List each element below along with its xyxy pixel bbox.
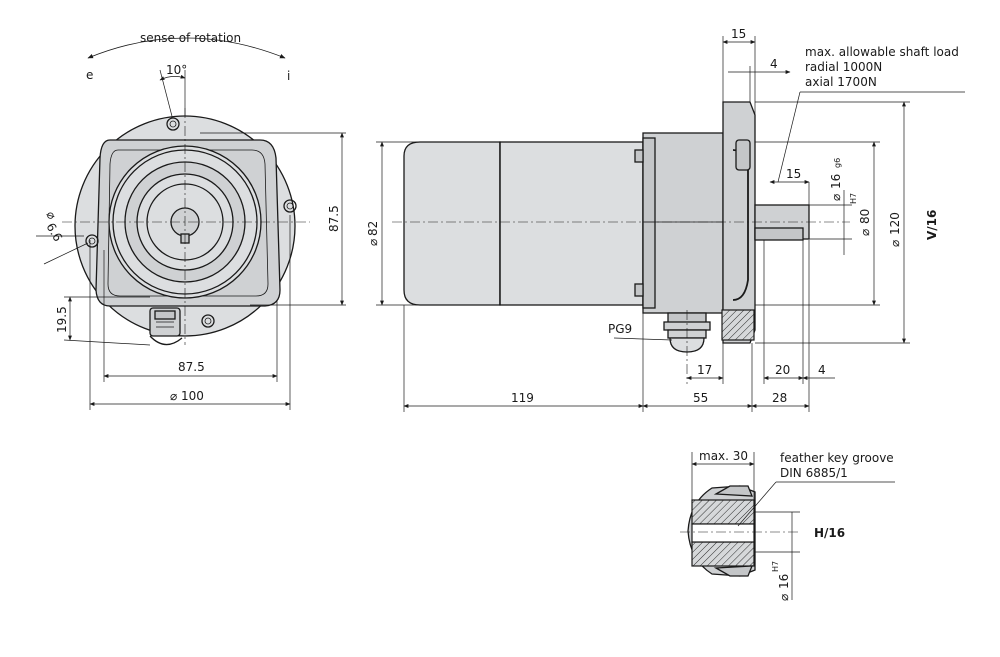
shaft-load-title: max. allowable shaft load	[805, 45, 959, 59]
dim-82: 82	[366, 221, 380, 236]
detail-variant-label: H/16	[814, 526, 845, 540]
shaft-load-axial: axial 1700N	[805, 75, 877, 89]
dim-87-5-horizontal: 87.5	[178, 360, 205, 374]
flange-bolt-bottom	[721, 309, 755, 341]
shaft-load-radial: radial 1000N	[805, 60, 882, 74]
detail-bolt-top	[713, 485, 753, 497]
dim-16-shaft: 16	[829, 174, 843, 189]
dim-120-symbol: ⌀	[888, 240, 902, 247]
rotation-dir-e: e	[86, 68, 93, 82]
end-cap	[403, 141, 501, 306]
shaft-tolerance: g6	[833, 158, 842, 168]
rotation-dir-i: i	[287, 69, 290, 83]
dim-16-shaft-symbol: ⌀	[829, 194, 843, 201]
dim-15-shaft: 15	[786, 167, 801, 181]
screw-bottom	[634, 283, 644, 297]
detail-bore-top	[691, 499, 755, 525]
rotation-arrow	[87, 37, 286, 59]
flange-side	[722, 101, 756, 344]
shaft-collar	[754, 227, 804, 241]
dim-55: 55	[693, 391, 708, 405]
dim-6-6-leader	[43, 242, 89, 265]
detail-view: max. 30 feather key groove DIN 6885/1 H/…	[680, 449, 895, 601]
angle-label: 10°	[166, 63, 187, 77]
detail-bore-bottom	[691, 541, 755, 567]
cable-gland-side	[663, 310, 711, 384]
mounting-hole-right	[283, 199, 297, 213]
dim-80-symbol: ⌀	[858, 229, 872, 236]
detail-dia-16-symbol: ⌀	[777, 594, 791, 601]
housing-square-inner	[107, 149, 269, 297]
dim-19-5-ext-b	[63, 339, 151, 346]
angle-line-a	[159, 69, 175, 125]
front-view: sense of rotation e i 10°	[36, 31, 346, 410]
rotation-label: sense of rotation	[140, 31, 241, 45]
dim-28: 28	[772, 391, 787, 405]
mounting-hole-bottom	[201, 314, 215, 328]
shaft-load-leader-2	[777, 91, 801, 183]
mounting-hole-top	[166, 117, 180, 131]
variant-label-v16: V/16	[925, 210, 939, 240]
detail-bolt-bottom	[713, 565, 753, 577]
dim-15-top: 15	[731, 27, 746, 41]
angle-arc	[159, 74, 186, 81]
detail-max-depth: max. 30	[699, 449, 748, 463]
dim-6-6-symbol: ⌀	[43, 209, 59, 222]
cable-gland-front	[149, 307, 183, 346]
detail-bore	[691, 523, 755, 543]
detail-key-leader	[737, 481, 777, 527]
detail-key-groove-1: feather key groove	[780, 451, 894, 465]
dim-4-bottom: 4	[818, 363, 826, 377]
dim-120: 120	[888, 212, 902, 235]
pg9-leader	[613, 337, 673, 341]
screw-top	[634, 149, 644, 163]
detail-dia-16: 16	[777, 574, 791, 589]
dim-19-5: 19.5	[55, 306, 69, 333]
mounting-hole-left	[85, 234, 99, 248]
side-view: ⌀ 82 119 55 28 17 20 4 PG9 15 4	[366, 27, 965, 412]
dim-100-symbol: ⌀	[170, 389, 177, 403]
dim-20: 20	[775, 363, 790, 377]
detail-bore-tolerance: H7	[771, 561, 780, 572]
flange-bolt-top	[735, 139, 751, 171]
motor-body	[499, 141, 644, 306]
dim-6-6-label: 6.6	[43, 221, 65, 245]
dim-87-5-vertical: 87.5	[327, 205, 341, 232]
dim-80: 80	[858, 209, 872, 224]
dim-4-top: 4	[770, 57, 778, 71]
dim-119: 119	[511, 391, 534, 405]
pg9-label: PG9	[608, 322, 632, 336]
detail-key-groove-2: DIN 6885/1	[780, 466, 848, 480]
gearbox-front-band	[642, 137, 656, 309]
bore-tolerance: H7	[849, 193, 858, 204]
dim-82-symbol: ⌀	[366, 239, 380, 246]
dim-dia-100: 100	[181, 389, 204, 403]
dim-17: 17	[697, 363, 712, 377]
